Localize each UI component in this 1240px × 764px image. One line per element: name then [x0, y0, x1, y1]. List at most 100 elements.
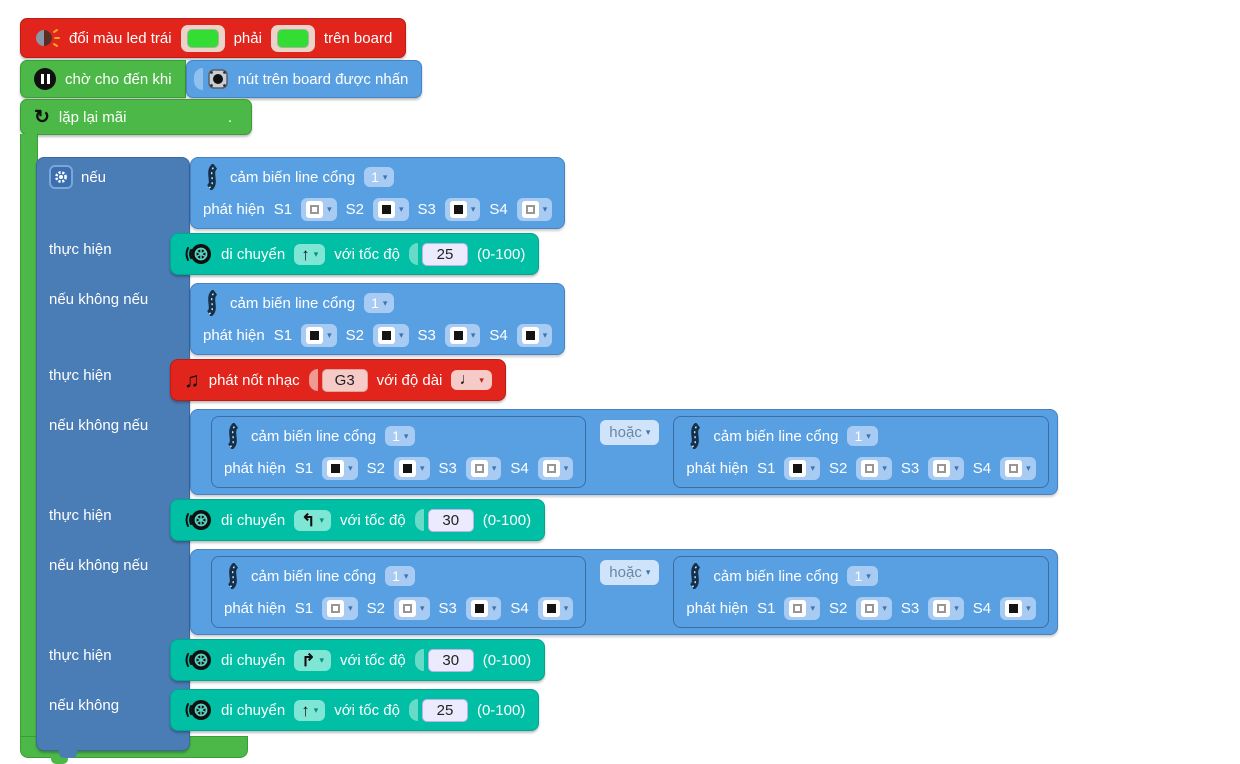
speed-value[interactable]: 30 — [427, 648, 474, 672]
chevron-down-icon: ▾ — [810, 462, 815, 473]
chevron-down-icon: ▾ — [479, 374, 484, 385]
s3-state-dropdown[interactable]: ▾ — [928, 456, 964, 480]
detect-label: phát hiện — [224, 599, 286, 617]
port-dropdown[interactable]: 1 ▾ — [364, 293, 395, 313]
s4-state-dropdown[interactable]: ▾ — [1000, 456, 1036, 480]
chevron-down-icon: ▾ — [645, 427, 651, 437]
left-color-swatch[interactable] — [186, 28, 219, 48]
s4-state-dropdown[interactable]: ▾ — [516, 323, 553, 347]
else-label: nếu không — [49, 697, 120, 714]
sensor-state-swatch — [521, 326, 539, 344]
move-block[interactable]: di chuyển ↱ ▾ với tốc độ 30 (0-100) — [170, 639, 546, 681]
s3-label: S3 — [900, 459, 920, 477]
led-label-right: phải — [233, 29, 262, 47]
note-value[interactable]: G3 — [321, 368, 368, 392]
repeat-forever-block[interactable]: ↻ lặp lại mãi . — [20, 99, 252, 135]
s1-label: S1 — [273, 326, 293, 344]
move-label: di chuyển — [221, 651, 286, 669]
chevron-down-icon: ▾ — [470, 203, 476, 214]
chevron-down-icon: ▾ — [327, 203, 332, 214]
speed-value[interactable]: 25 — [421, 242, 468, 266]
s1-state-dropdown[interactable]: ▾ — [301, 323, 337, 347]
sensor-header-row: cảm biến line cổng 1 ▾ — [203, 290, 552, 316]
direction-dropdown[interactable]: ↱ ▾ — [294, 649, 331, 671]
s4-state-dropdown[interactable]: ▾ — [537, 456, 574, 480]
move-block[interactable]: di chuyển ↰ ▾ với tốc độ 30 (0-100) — [170, 499, 546, 541]
or-operator-dropdown[interactable]: hoặc ▾ — [600, 420, 660, 445]
gear-icon[interactable] — [49, 165, 73, 189]
line-sensor-condition-block[interactable]: cảm biến line cổng 1 ▾ phát hiện S1 ▾ S2… — [673, 556, 1049, 628]
s1-state-dropdown[interactable]: ▾ — [322, 456, 358, 480]
elseif-label-cell: nếu không nếu — [36, 549, 190, 574]
wait-label: chờ cho đến khi — [65, 70, 172, 88]
s2-state-dropdown[interactable]: ▾ — [372, 197, 409, 221]
or-logic-block[interactable]: cảm biến line cổng 1 ▾ phát hiện S1 ▾ S2… — [190, 409, 1058, 495]
elseif-clause: nếu không nếu cảm biến line cổng — [36, 549, 1240, 635]
if-else-block[interactable]: nếu cảm biến line cổng 1 — [36, 157, 1240, 758]
value-socket — [414, 509, 424, 531]
do-clause: thực hiện di chuyển ↑ — [36, 233, 1240, 275]
play-note-block[interactable]: ♫ phát nốt nhạc G3 với độ dài ♩ ▾ — [170, 359, 506, 401]
speed-value[interactable]: 25 — [421, 698, 468, 722]
do-label-cell: thực hiện — [36, 639, 190, 664]
s1-state-dropdown[interactable]: ▾ — [301, 197, 337, 221]
detect-label: phát hiện — [203, 200, 265, 218]
chevron-down-icon: ▾ — [866, 570, 871, 581]
direction-dropdown[interactable]: ↰ ▾ — [294, 509, 331, 531]
s3-state-dropdown[interactable]: ▾ — [465, 596, 502, 620]
s4-state-dropdown[interactable]: ▾ — [516, 197, 553, 221]
or-operator-dropdown[interactable]: hoặc ▾ — [600, 560, 660, 585]
chevron-down-icon: ▾ — [419, 602, 425, 613]
button-pressed-condition-block[interactable]: nút trên board được nhấn — [185, 60, 423, 98]
s3-state-dropdown[interactable]: ▾ — [444, 197, 481, 221]
s2-state-dropdown[interactable]: ▾ — [372, 323, 409, 347]
s2-state-dropdown[interactable]: ▾ — [393, 596, 430, 620]
sensor-detect-row: phát hiện S1 ▾ S2 ▾ S3 ▾ S4 ▾ — [203, 322, 553, 348]
s3-state-dropdown[interactable]: ▾ — [928, 596, 964, 620]
sensor-state-swatch — [470, 599, 488, 617]
s4-label: S4 — [972, 459, 992, 477]
direction-dropdown[interactable]: ↑ ▾ — [294, 699, 326, 721]
wait-until-block[interactable]: chờ cho đến khi — [20, 60, 186, 98]
move-block[interactable]: di chuyển ↑ ▾ với tốc độ 25 (0-100) — [170, 233, 540, 275]
line-sensor-condition-block[interactable]: cảm biến line cổng 1 ▾ phát hiện S1 ▾ S2… — [673, 416, 1049, 488]
do-clause: thực hiện ♫ phát nốt nhạc G3 với độ dài … — [36, 359, 1240, 401]
port-dropdown[interactable]: 1 ▾ — [385, 566, 416, 586]
direction-dropdown[interactable]: ↑ ▾ — [294, 243, 326, 265]
s2-state-dropdown[interactable]: ▾ — [856, 596, 892, 620]
do-clause: thực hiện di chuyển ↰ — [36, 499, 1240, 541]
line-sensor-condition-block[interactable]: cảm biến line cổng 1 ▾ phát hiện S1 ▾ S2… — [211, 556, 587, 628]
line-sensor-condition-block[interactable]: cảm biến line cổng 1 ▾ phát hiện S1 ▾ S2… — [190, 157, 566, 229]
port-dropdown[interactable]: 1 ▾ — [847, 566, 878, 586]
speed-value[interactable]: 30 — [427, 508, 474, 532]
s2-state-dropdown[interactable]: ▾ — [393, 456, 430, 480]
port-dropdown[interactable]: 1 ▾ — [847, 426, 878, 446]
led-color-block[interactable]: đổi màu led trái phải trên board — [20, 18, 407, 58]
port-dropdown[interactable]: 1 ▾ — [385, 426, 416, 446]
chevron-down-icon: ▾ — [348, 602, 353, 613]
sensor-state-swatch — [327, 459, 345, 477]
move-label: di chuyển — [221, 511, 286, 529]
s3-state-dropdown[interactable]: ▾ — [465, 456, 502, 480]
right-color-swatch[interactable] — [276, 28, 309, 48]
line-sensor-condition-block[interactable]: cảm biến line cổng 1 ▾ phát hiện S1 ▾ S2… — [211, 416, 587, 488]
duration-dropdown[interactable]: ♩ ▾ — [451, 370, 492, 390]
s4-state-dropdown[interactable]: ▾ — [1000, 596, 1036, 620]
move-block[interactable]: di chuyển ↑ ▾ với tốc độ 25 (0-100) — [170, 689, 540, 731]
or-logic-block[interactable]: cảm biến line cổng 1 ▾ phát hiện S1 ▾ S2… — [190, 549, 1058, 635]
s3-label: S3 — [417, 326, 436, 344]
elseif-clause: nếu không nếu cảm biến line cổng 1 — [36, 283, 1240, 355]
port-dropdown[interactable]: 1 ▾ — [364, 167, 395, 187]
detect-label: phát hiện — [686, 599, 749, 617]
line-sensor-condition-block[interactable]: cảm biến line cổng 1 ▾ phát hiện S1 ▾ S2… — [190, 283, 566, 355]
do-label: thực hiện — [49, 367, 112, 384]
s1-state-dropdown[interactable]: ▾ — [784, 456, 820, 480]
sensor-state-swatch — [861, 599, 879, 617]
s2-label: S2 — [345, 200, 364, 218]
s1-state-dropdown[interactable]: ▾ — [784, 596, 820, 620]
music-note-icon: ♫ — [184, 368, 200, 392]
s1-state-dropdown[interactable]: ▾ — [322, 596, 358, 620]
s2-state-dropdown[interactable]: ▾ — [856, 456, 892, 480]
s4-state-dropdown[interactable]: ▾ — [537, 596, 574, 620]
s3-state-dropdown[interactable]: ▾ — [444, 323, 481, 347]
